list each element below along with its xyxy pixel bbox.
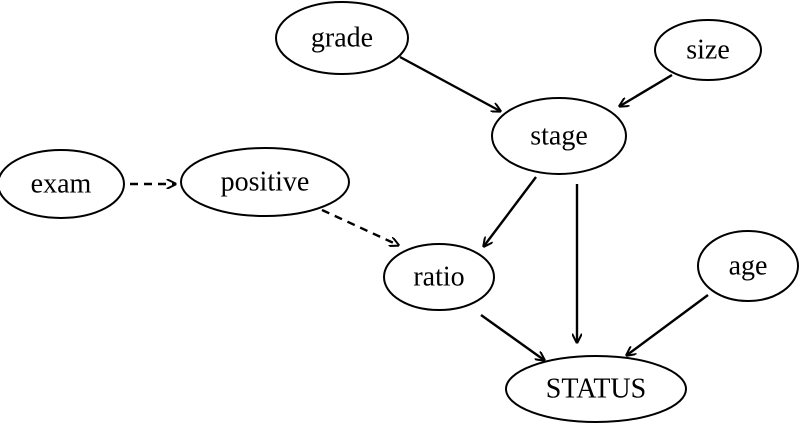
edge-ratio-to-status [480, 314, 544, 360]
node-status: STATUS [505, 355, 687, 423]
node-age: age [697, 230, 799, 302]
node-positive: positive [180, 147, 350, 217]
node-grade: grade [275, 1, 409, 75]
node-ratio: ratio [383, 243, 495, 311]
node-label-status: STATUS [546, 374, 646, 405]
edge-age-to-status [627, 294, 709, 355]
edge-size-to-stage [620, 73, 673, 106]
edge-grade-to-stage [399, 55, 500, 111]
node-exam: exam [0, 149, 125, 219]
node-label-exam: exam [31, 169, 92, 200]
edges-layer [130, 55, 709, 360]
node-label-stage: stage [530, 121, 588, 152]
node-label-ratio: ratio [413, 262, 464, 293]
node-label-grade: grade [311, 23, 373, 54]
node-stage: stage [491, 97, 627, 175]
node-label-age: age [729, 251, 768, 282]
edge-positive-to-ratio [321, 208, 398, 245]
node-label-size: size [686, 35, 730, 66]
edge-stage-to-ratio [484, 176, 537, 246]
node-label-positive: positive [221, 167, 310, 198]
node-size: size [654, 19, 762, 81]
